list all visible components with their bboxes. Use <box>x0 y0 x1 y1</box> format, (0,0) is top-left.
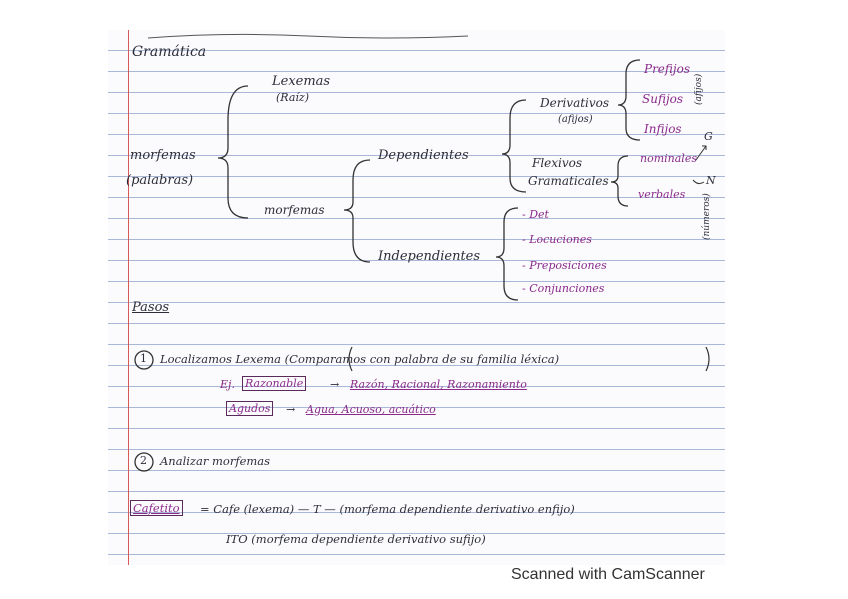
root-label: morfemas <box>130 148 196 163</box>
derivativos-sub-label: (afijos) <box>558 114 593 125</box>
independientes-label: Independientes <box>378 249 481 264</box>
flexivos-label: Flexivos <box>532 156 583 170</box>
lexemas-sub-label: (Raíz) <box>276 91 309 104</box>
g-mark: G <box>704 130 713 143</box>
n-mark: N <box>706 174 716 187</box>
step2-text: Analizar morfemas <box>160 454 271 468</box>
example2-words: Agua, Acuoso, acuático <box>306 403 436 416</box>
example1-word: Razonable <box>242 376 307 391</box>
notebook-page: Gramática morfemas (palabras) Lexemas (R… <box>108 30 725 565</box>
example2-word: Agudos <box>226 401 274 416</box>
numeros-side-label: (números) <box>702 193 712 240</box>
ind-item-conjunciones: - Conjunciones <box>522 282 605 295</box>
formula-line2: ITO (morfema dependiente derivativo sufi… <box>226 532 486 546</box>
camscanner-watermark: Scanned with CamScanner <box>511 566 705 583</box>
formula-text: = Cafe (lexema) — T — (morfema dependien… <box>200 502 575 516</box>
gramaticales-label: Gramaticales <box>528 174 609 188</box>
example1-words: Razón, Racional, Razonamiento <box>350 378 527 391</box>
bracket-lines <box>134 33 710 472</box>
pasos-heading: Pasos <box>132 300 170 315</box>
page-title: Gramática <box>132 44 207 60</box>
derivativos-label: Derivativos <box>540 96 610 110</box>
ind-item-det: - Det <box>522 208 549 221</box>
ind-item-locuciones: - Locuciones <box>522 233 592 246</box>
afijos-side-label: (afijos) <box>694 73 704 105</box>
nominales-label: nominales <box>640 152 697 165</box>
step1-text: Localizamos Lexema (Comparamos con palab… <box>160 352 560 366</box>
dependientes-label: Dependientes <box>378 148 469 163</box>
lexemas-label: Lexemas <box>272 74 331 89</box>
step2-number: 2 <box>140 454 147 467</box>
formula-word: Cafetito <box>130 500 183 516</box>
example2-arrow: → <box>286 403 296 416</box>
ind-item-preposiciones: - Preposiciones <box>522 259 607 272</box>
root-sub-label: (palabras) <box>126 173 194 188</box>
verbales-label: verbales <box>638 188 686 201</box>
prefijos-label: Prefijos <box>644 62 691 76</box>
infijos-label: Infijos <box>644 122 682 136</box>
example1-prefix: Ej. <box>220 378 235 391</box>
example1-arrow: → <box>330 378 340 391</box>
step1-number: 1 <box>140 352 147 365</box>
sufijos-label: Sufijos <box>642 92 684 106</box>
morfemas-label: morfemas <box>264 203 325 217</box>
